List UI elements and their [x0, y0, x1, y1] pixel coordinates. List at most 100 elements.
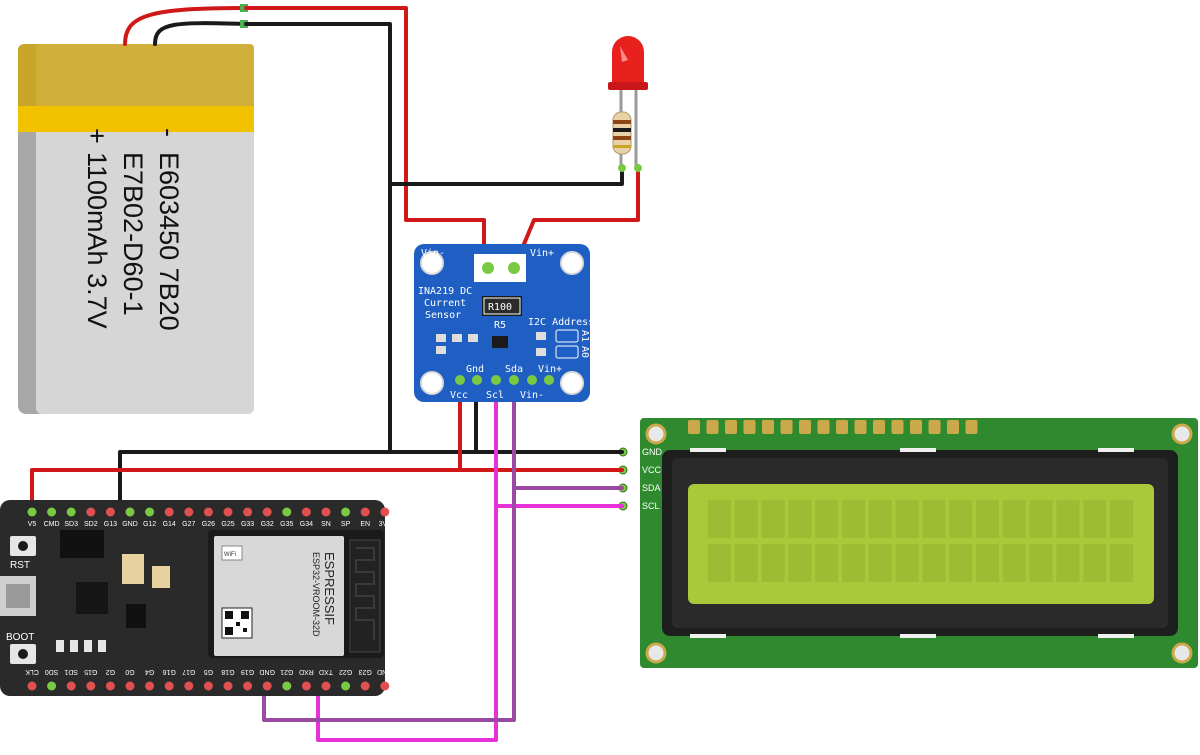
- wire-sda-ina: [262, 378, 516, 722]
- esp32-pin-g4[interactable]: [145, 681, 155, 691]
- lcd-character-cell: [1002, 500, 1026, 538]
- esp32-pin-g32[interactable]: [262, 507, 272, 517]
- ina-pin-label-vcc: Vcc: [450, 390, 468, 401]
- esp32-pin-rxd[interactable]: [301, 681, 311, 691]
- esp32-pin-g34[interactable]: [301, 507, 311, 517]
- ina-pin-vin-plus[interactable]: [544, 375, 554, 385]
- lcd-character-cell: [761, 500, 785, 538]
- esp32-pin-g14[interactable]: [164, 507, 174, 517]
- lcd-pin-label-scl: SCL: [642, 501, 660, 511]
- ina219-pcb: [414, 244, 590, 402]
- ina-pin-sda[interactable]: [509, 375, 519, 385]
- esp32-pin-sd0[interactable]: [47, 681, 57, 691]
- esp32-pin-en[interactable]: [360, 507, 370, 517]
- esp32-pin-txd[interactable]: [321, 681, 331, 691]
- esp32-pin-sd3[interactable]: [66, 507, 76, 517]
- ina-pin-scl[interactable]: [491, 375, 501, 385]
- esp32-pin-label: G33: [241, 521, 254, 528]
- esp32-pin-g21[interactable]: [282, 681, 292, 691]
- address-jumper-a1[interactable]: [555, 329, 579, 343]
- ina-pin-label-scl: Scl: [486, 390, 504, 401]
- esp32-pin-g25[interactable]: [223, 507, 233, 517]
- esp32-pin-v5[interactable]: [27, 507, 37, 517]
- esp32-pin-gnd[interactable]: [262, 681, 272, 691]
- ina-pin-vin-minus[interactable]: [527, 375, 537, 385]
- battery-plus: +: [82, 128, 112, 144]
- esp32-pin-label: CLK: [25, 668, 39, 675]
- esp32-pin-gnd[interactable]: [380, 681, 390, 691]
- ina-pin-gnd[interactable]: [472, 375, 482, 385]
- boot-button-cap: [18, 649, 28, 659]
- smd-component: [56, 640, 64, 652]
- battery-top-wrap-inner: [36, 44, 254, 106]
- esp32-pin-label: G2: [106, 668, 115, 675]
- ina-pin-vcc[interactable]: [455, 375, 465, 385]
- lcd-module: GND VCC SDA SCL: [618, 418, 1198, 668]
- lcd-mount-hole: [1171, 423, 1193, 445]
- lcd-character-cell: [734, 544, 758, 582]
- esp32-pin-g12[interactable]: [145, 507, 155, 517]
- lcd-header-pad: [780, 420, 793, 434]
- address-jumper-a0[interactable]: [555, 345, 579, 359]
- esp32-pin-g22[interactable]: [341, 681, 351, 691]
- lcd-pin-label-vcc: VCC: [642, 465, 662, 475]
- esp32-pin-g17[interactable]: [184, 681, 194, 691]
- esp32-pin-g33[interactable]: [243, 507, 253, 517]
- ina-mount-hole: [560, 371, 584, 395]
- esp32-pin-label: G5: [204, 668, 213, 675]
- lcd-pin-label-gnd: GND: [642, 447, 663, 457]
- esp32-pin-label: CMD: [44, 521, 60, 528]
- esp32-pin-3v3[interactable]: [380, 507, 390, 517]
- ina-pin-label-sda: Sda: [505, 364, 523, 375]
- address-labels: A1 A0: [579, 330, 590, 358]
- esp32-pin-label: G21: [280, 668, 293, 675]
- esp32-pin-g35[interactable]: [282, 507, 292, 517]
- esp32-pin-sn[interactable]: [321, 507, 331, 517]
- qr-code-pattern: [225, 611, 249, 635]
- ina-pin-vin-plus-terminal[interactable]: [508, 262, 520, 274]
- a1-label: A1: [579, 330, 590, 342]
- esp32-pin-g26[interactable]: [203, 507, 213, 517]
- ina-label-vin-minus-top: Vin-: [421, 248, 445, 259]
- smd-component: [84, 640, 92, 652]
- esp32-pin-g0[interactable]: [125, 681, 135, 691]
- ina-pin-vin-minus-terminal[interactable]: [482, 262, 494, 274]
- battery-line3: 1100mAh 3.7V: [82, 152, 112, 329]
- lcd-bezel-tick: [900, 634, 936, 638]
- esp32-pin-g19[interactable]: [243, 681, 253, 691]
- wifi-logo: [221, 545, 243, 561]
- esp32-pin-cmd[interactable]: [47, 507, 57, 517]
- esp32-pin-g27[interactable]: [184, 507, 194, 517]
- esp32-pin-g18[interactable]: [223, 681, 233, 691]
- lcd-character-cell: [842, 544, 865, 582]
- esp32-pin-g15[interactable]: [86, 681, 96, 691]
- ina-pin-label-vin-minus: Vin-: [520, 390, 544, 401]
- esp32-pin-g5[interactable]: [203, 681, 213, 691]
- esp32-pin-gnd[interactable]: [125, 507, 135, 517]
- esp32-pin-label: G13: [104, 521, 117, 528]
- esp32-pin-g2[interactable]: [105, 681, 115, 691]
- esp32-pin-label: GND: [259, 668, 275, 675]
- esp32-pin-g16[interactable]: [164, 681, 174, 691]
- esp32-pin-g13[interactable]: [105, 507, 115, 517]
- led-assembly: [608, 36, 648, 172]
- esp32-pin-sp[interactable]: [341, 507, 351, 517]
- esp32-pin-label: G14: [163, 521, 176, 528]
- ina-mount-hole: [560, 251, 584, 275]
- lcd-character-cell: [1029, 500, 1053, 538]
- resistor-band: [613, 120, 631, 124]
- battery-body: [36, 44, 254, 414]
- battery-minus: -: [154, 128, 184, 137]
- led-pin[interactable]: [634, 164, 642, 172]
- smd-component: [452, 334, 462, 342]
- esp32-pin-g23[interactable]: [360, 681, 370, 691]
- esp32-pin-clk[interactable]: [27, 681, 37, 691]
- battery-red-lead: [123, 6, 248, 46]
- lcd-header-pad: [762, 420, 774, 434]
- esp32-pin-sd2[interactable]: [86, 507, 96, 517]
- lcd-character-cell: [976, 500, 999, 538]
- led-pin[interactable]: [618, 164, 626, 172]
- esp32-pin-sd1[interactable]: [66, 681, 76, 691]
